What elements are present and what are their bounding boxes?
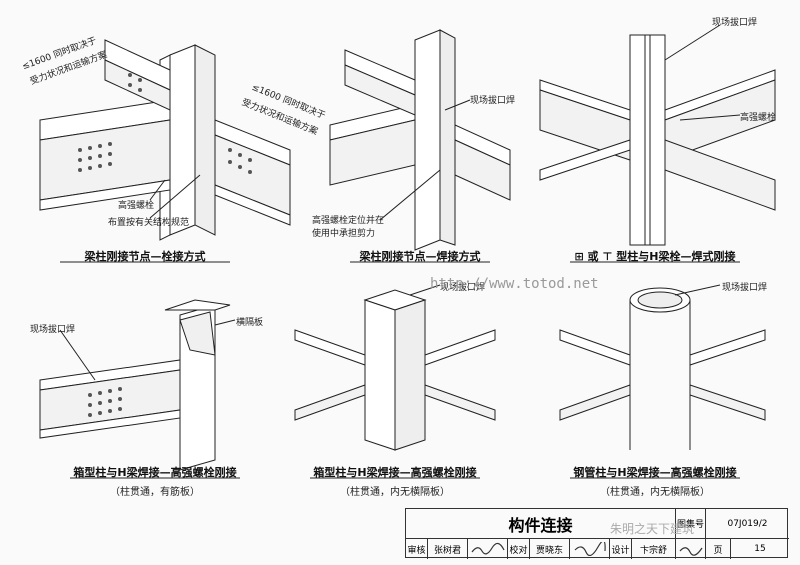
d6-caption: 钢管柱与H梁焊接—高强螺栓刚接 [573, 466, 737, 479]
d6-subcaption: （柱贯通，内无横隔板） [600, 487, 710, 498]
d3-caption: ⊞ 或 ⊤ 型柱与H梁栓—焊式刚接 [570, 248, 740, 264]
d5-subcaption: （柱贯通，内无横隔板） [340, 487, 450, 498]
check-signature-icon [574, 542, 606, 556]
d4-subcaption: （柱贯通，有筋板） [110, 487, 200, 498]
page-number: 15 [754, 544, 766, 554]
review-signature-icon [471, 542, 505, 555]
review-name: 张树君 [428, 539, 468, 559]
d2-bolt-pos-label-b: 使用中承担剪力 [312, 229, 376, 239]
d5-weld-label: 现场拔口焊 [440, 283, 486, 293]
diagram-5-drawing [294, 284, 496, 451]
title-block-title: 构件连接 [406, 509, 676, 539]
d4-caption: 箱型柱与H梁焊接—高强螺栓刚接 [73, 466, 237, 479]
diagram-4-drawing [39, 299, 236, 471]
check-label: 校对 [508, 539, 530, 559]
d3-bolt-label: 高强螺栓 [740, 113, 777, 123]
d4-diaphragm-label: 横隔板 [236, 318, 264, 328]
d1-bolt-label: 高强螺栓 [118, 201, 155, 211]
diagram-1-drawing [39, 39, 291, 241]
watermark-url: http://www.totod.net [430, 276, 599, 292]
check-name: 贾晓东 [530, 539, 570, 559]
d6-weld-label: 现场拔口焊 [722, 283, 768, 293]
watermark-brand: 朱明之天下建筑 [610, 522, 695, 536]
review-label: 审核 [406, 539, 428, 559]
d2-caption: 梁柱刚接节点—焊接方式 [359, 250, 481, 263]
check-signature [570, 539, 610, 559]
d3-caption-prefix: 或 [587, 250, 599, 263]
diagram-3-drawing [539, 24, 776, 246]
page-label: 页 [706, 539, 731, 559]
diagram-2-drawing [329, 29, 511, 251]
d1-arrangement-label: 布置按有关结构规范 [108, 218, 190, 228]
d1-caption: 梁柱刚接节点—栓接方式 [84, 250, 206, 263]
d3-weld-label: 现场拔口焊 [712, 18, 758, 28]
diagram-6-drawing [559, 284, 766, 450]
design-signature [676, 539, 706, 559]
d3-caption-text: 型柱与H梁栓—焊式刚接 [616, 250, 736, 263]
d2-weld-label: 现场拔口焊 [470, 96, 516, 106]
atlas-number: 07J019/2 [706, 509, 789, 539]
atlas-label: 图集号 [676, 509, 706, 539]
h-section-icon: ⊞ [574, 250, 584, 263]
d4-weld-label: 现场拔口焊 [30, 325, 76, 335]
t-section-icon: ⊤ [602, 250, 613, 263]
design-name: 卞宗舒 [632, 539, 676, 559]
review-signature [468, 539, 508, 559]
d2-bolt-pos-label: 高强螺栓定位并在 [312, 216, 385, 226]
design-signature-icon [679, 547, 702, 556]
d5-caption: 箱型柱与H梁焊接—高强螺栓刚接 [313, 466, 477, 479]
design-label: 设计 [610, 539, 632, 559]
title-block: 构件连接 图集号 07J019/2 审核 张树君 校对 贾晓东 设计 卞宗舒 页… [405, 508, 789, 559]
